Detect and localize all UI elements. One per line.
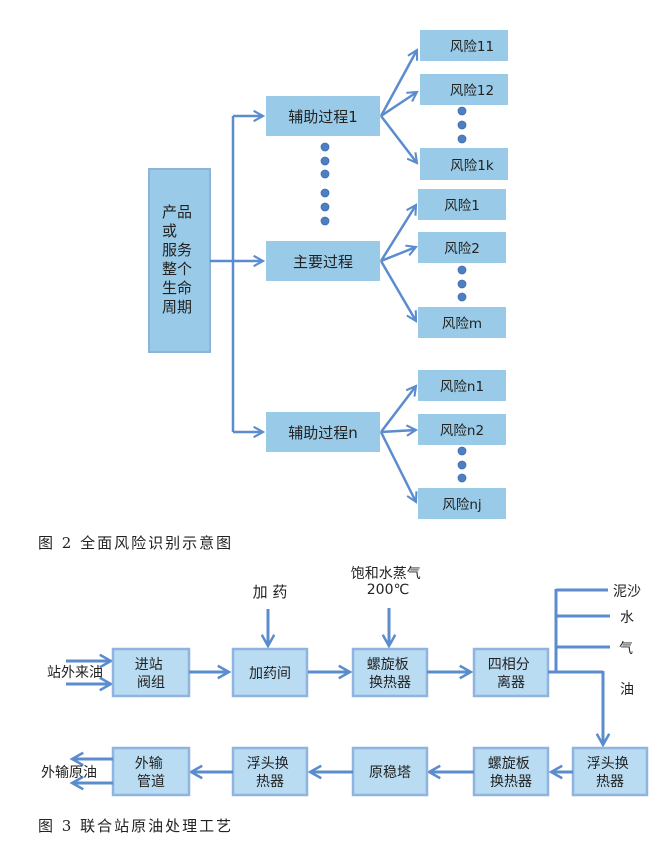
arrow-risk-n1 xyxy=(380,386,416,433)
label-line: 阀组 xyxy=(137,675,165,691)
process-box-aux-n xyxy=(266,412,380,452)
risk-box-12 xyxy=(420,74,508,105)
ellipsis-dot xyxy=(457,279,467,289)
risk-box-m xyxy=(418,307,506,338)
figure-3-caption: 图 3 联合站原油处理工艺 xyxy=(38,817,233,835)
ellipsis-dot xyxy=(320,142,330,152)
box-floating-head-hx-1-label: 浮头换 热器 xyxy=(587,755,633,790)
risk-box-n2 xyxy=(418,414,506,445)
process-box-aux-1 xyxy=(266,96,380,136)
risk-label-1: 风险1 xyxy=(444,198,480,214)
inlet-label: 站外来油 xyxy=(47,665,103,681)
label-line: 离器 xyxy=(497,674,525,691)
label-line: 热器 xyxy=(596,774,624,790)
process-label-aux-1: 辅助过程1 xyxy=(288,108,358,126)
risk-label-12: 风险12 xyxy=(450,83,494,99)
figure-2-risk-identification: 产品 或 服务 整个 生命 周期 辅助过程1 主要过程 辅助过程n xyxy=(38,30,508,552)
label-line: 换热器 xyxy=(490,773,532,790)
output-label-sand: 泥沙 xyxy=(613,584,641,600)
ellipsis-dot xyxy=(320,169,330,179)
ellipsis-dot xyxy=(457,292,467,302)
risk-box-2 xyxy=(418,232,506,263)
risk-label-2: 风险2 xyxy=(444,241,480,257)
ellipsis-dot xyxy=(457,106,467,116)
risk-label-n2: 风险n2 xyxy=(440,423,484,439)
steam-label-line-1: 饱和水蒸气 xyxy=(351,566,421,582)
arrow-risk-1 xyxy=(379,205,416,262)
label-line: 换热器 xyxy=(369,674,411,691)
box-spiral-plate-hx-1-label: 螺旋板 换热器 xyxy=(367,657,413,691)
arrow-risk-m xyxy=(379,260,416,321)
box-four-phase-separator-label: 四相分 离器 xyxy=(488,657,534,691)
box-dosing-room xyxy=(231,647,309,698)
root-label-line-2: 或 xyxy=(162,222,177,240)
process-label-aux-n: 辅助过程n xyxy=(288,424,358,442)
label-line: 管道 xyxy=(137,774,165,790)
arrow-risk-nj xyxy=(379,431,416,502)
arrow-risk-2 xyxy=(380,247,416,263)
label-line: 浮头换 xyxy=(587,755,629,772)
figure-2-caption: 图 2 全面风险识别示意图 xyxy=(38,534,233,552)
process-label-main: 主要过程 xyxy=(293,253,353,271)
root-label-line-5: 生命 xyxy=(162,279,192,297)
output-label-oil: 油 xyxy=(620,682,634,698)
box-inlet-valve-group xyxy=(111,647,191,698)
ellipsis-dot xyxy=(320,156,330,166)
risk-box-1k xyxy=(420,148,508,180)
output-label-water: 水 xyxy=(620,610,634,626)
ellipsis-dot xyxy=(320,188,330,198)
risk-label-11: 风险11 xyxy=(450,39,494,55)
risk-label-1k: 风险1k xyxy=(450,158,494,174)
dosing-label: 加 药 xyxy=(253,583,288,601)
root-box-lifecycle xyxy=(148,168,211,353)
box-export-pipeline xyxy=(111,746,191,797)
process-box-main xyxy=(266,241,380,281)
steam-label-line-2: 200℃ xyxy=(367,582,409,598)
arrow-risk-1k xyxy=(380,115,417,163)
label-line: 螺旋板 xyxy=(488,756,530,772)
box-crude-stabilizer-label: 原稳塔 xyxy=(369,765,411,781)
steam-label: 饱和水蒸气 200℃ xyxy=(351,566,425,598)
risk-box-nj xyxy=(418,488,506,519)
ellipsis-dot xyxy=(457,446,467,456)
box-dosing-room-label: 加药间 xyxy=(249,666,291,682)
ellipsis-dot xyxy=(457,473,467,483)
risk-box-n1 xyxy=(418,370,506,401)
ellipsis-dot xyxy=(457,460,467,470)
risk-box-11 xyxy=(420,30,508,61)
risk-label-nj: 风险nj xyxy=(442,497,481,513)
ellipsis-dot xyxy=(457,134,467,144)
root-label-line-1: 产品 xyxy=(162,203,192,221)
box-spiral-plate-hx-2 xyxy=(472,746,550,797)
ellipsis-dot xyxy=(457,265,467,275)
label-line: 浮头换 xyxy=(247,755,289,772)
box-spiral-plate-hx-2-label: 螺旋板 换热器 xyxy=(488,756,534,790)
label-line: 外输 xyxy=(135,756,163,772)
label-line: 热器 xyxy=(256,774,284,790)
output-label-gas: 气 xyxy=(619,641,633,657)
root-label-line-3: 服务 xyxy=(162,241,192,259)
root-label-line-6: 周期 xyxy=(162,298,192,316)
label-line: 四相分 xyxy=(488,657,530,673)
ellipsis-dot xyxy=(457,120,467,130)
label-line: 螺旋板 xyxy=(367,657,409,673)
ellipsis-dot xyxy=(320,202,330,212)
outlet-label: 外输原油 xyxy=(41,765,97,781)
ellipsis-dot xyxy=(320,216,330,226)
figure-3-oil-processing: 站外来油 加 药 饱和水蒸气 200℃ 进站 阀组 加药间 螺旋板 换热器 四相… xyxy=(38,566,649,835)
root-label: 产品 或 服务 整个 生命 周期 xyxy=(162,203,197,316)
box-four-phase-separator xyxy=(472,647,550,698)
risk-box-1 xyxy=(418,189,506,220)
box-floating-head-hx-2-label: 浮头换 热器 xyxy=(247,755,293,790)
risk-label-m: 风险m xyxy=(442,316,482,332)
arrow-risk-11 xyxy=(379,50,417,117)
box-export-pipeline-label: 外输 管道 xyxy=(135,756,167,790)
arrow-risk-12 xyxy=(380,92,417,118)
root-label-line-4: 整个 xyxy=(162,260,192,278)
box-inlet-valve-group-label: 进站 阀组 xyxy=(135,657,167,691)
label-line: 进站 xyxy=(135,657,163,673)
arrow-risk-n2 xyxy=(380,430,416,432)
risk-label-n1: 风险n1 xyxy=(440,379,484,395)
